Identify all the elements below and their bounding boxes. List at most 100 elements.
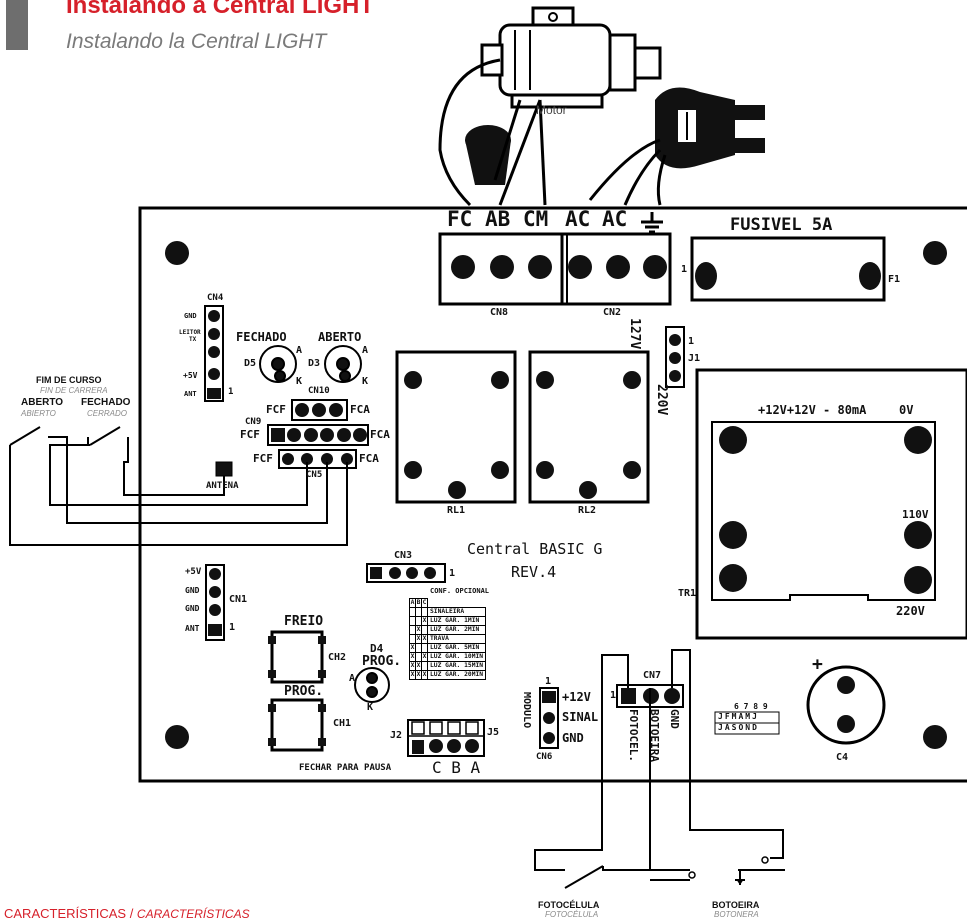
config-option-label: SINALEIRA — [426, 607, 487, 617]
j1-label: J1 — [688, 353, 701, 364]
connector-cn10 — [291, 399, 348, 421]
cn1-label: CN1 — [229, 594, 248, 605]
fuse-label: FUSIVEL 5A — [730, 215, 833, 235]
j1-pin-one: 1 — [688, 336, 695, 347]
cn4-label: CN4 — [207, 293, 224, 303]
connector-cn9 — [267, 424, 369, 446]
cn9-fcf: FCF — [240, 428, 260, 441]
led-d5-cathode: K — [296, 376, 303, 387]
page-subtitle: Instalando la Central LIGHT — [66, 30, 327, 53]
relay-rl1 — [395, 350, 517, 504]
calendar-row2: JASOND — [718, 723, 759, 732]
fim-de-curso-title: FIM DE CURSO — [36, 375, 102, 385]
config-option-label: LUZ GAR. 10MIN — [426, 652, 487, 662]
jumper-j2-j5 — [407, 719, 485, 757]
terminal-block-cn8-cn2 — [438, 232, 672, 306]
cn10-label: CN10 — [308, 386, 330, 396]
motor-drawing — [480, 6, 662, 109]
connector-cn3 — [366, 563, 446, 583]
cn10-fca: FCA — [350, 403, 370, 416]
ground-symbol — [641, 212, 663, 234]
jumper-j2-label: J2 — [390, 730, 403, 741]
cn7-pin-gnd: GND — [668, 709, 681, 729]
config-option-label: LUZ GAR. 2MIN — [426, 625, 487, 635]
led-d4-anode: A — [349, 673, 356, 684]
terminal-label-fc: FC — [447, 207, 473, 231]
button-freio-label: FREIO — [284, 614, 324, 629]
button-ch2 — [268, 630, 326, 684]
cn5-fcf: FCF — [253, 452, 273, 465]
fotocelula-label-es: FOTOCÉLULA — [545, 910, 599, 919]
cn3-pin-one: 1 — [449, 568, 456, 579]
section-heading-es: CARACTERÍSTICAS — [136, 907, 250, 921]
relay-rl2-label: RL2 — [578, 505, 597, 516]
fuse-holder — [690, 236, 886, 302]
led-aberto-label: ABERTO — [318, 330, 362, 344]
mounting-holes — [165, 241, 947, 749]
config-option-label: LUZ GAR. 1MIN — [426, 616, 487, 626]
led-d4 — [354, 667, 390, 703]
led-d5 — [259, 345, 297, 383]
fim-de-curso-title-es: FIN DE CARRERA — [40, 386, 108, 395]
cn4-pin-tx: TX — [189, 336, 197, 343]
led-d3-label: D3 — [308, 358, 321, 369]
cn9-label: CN9 — [245, 417, 262, 427]
config-option-label: LUZ GAR. 15MIN — [426, 661, 487, 671]
transformer-ref: TR1 — [678, 588, 697, 599]
cn6-pin-sinal: SINAL — [562, 710, 599, 724]
led-d5-anode: A — [296, 345, 303, 356]
cn7-pin-botoeira: BOTOEIRA — [648, 709, 661, 762]
transformer-tr1 — [695, 368, 967, 640]
calendar-row1: JFMAMJ — [718, 712, 759, 721]
jumper-j5-label: J5 — [487, 727, 500, 738]
config-option-label: TRAVA — [426, 634, 487, 644]
voltage-220v: 220V — [654, 384, 669, 416]
board-name: Central BASIC G — [467, 540, 603, 558]
transformer-110v: 110V — [902, 508, 929, 521]
transformer-secondary-label: +12V+12V - 80mA — [758, 403, 867, 417]
fuse-pin: 1 — [681, 264, 688, 275]
cn4-pin-one: 1 — [228, 387, 234, 397]
cn5-fca: FCA — [359, 452, 379, 465]
connector-cn1 — [205, 564, 225, 641]
botoeira-label-es: BOTONERA — [714, 910, 759, 919]
terminal-label-ac2: AC — [602, 207, 628, 231]
voltage-127v: 127V — [627, 318, 642, 350]
cn7-label: CN7 — [643, 670, 662, 681]
cn6-pin-12v: +12V — [562, 690, 591, 704]
cn8-label: CN8 — [490, 307, 509, 318]
fotocelula-label: FOTOCÉLULA — [538, 900, 600, 910]
capacitor-c4 — [806, 665, 886, 745]
led-d4-cathode: K — [367, 702, 374, 713]
button-prog-label: PROG. — [284, 684, 324, 699]
c4-plus: + — [812, 654, 823, 675]
motor-label: Motor — [536, 103, 567, 117]
cn9-fca: FCA — [370, 428, 390, 441]
cn6-label: CN6 — [536, 752, 553, 762]
cn1-pin-ant: ANT — [185, 624, 200, 633]
fechar-para-pausa-label: FECHAR PARA PAUSA — [299, 763, 392, 773]
led-d3-cathode: K — [362, 376, 369, 387]
conf-title: CONF. OPCIONAL — [430, 587, 490, 595]
cn6-pin-one: 1 — [545, 676, 552, 687]
config-table-header: A B C — [409, 598, 486, 608]
cn4-pin-ant: ANT — [184, 390, 197, 398]
section-heading: CARACTERÍSTICAS / CARACTERÍSTICAS — [4, 906, 250, 921]
cn6-pin-gnd: GND — [562, 731, 584, 745]
cn2-label: CN2 — [603, 307, 622, 318]
fuse-ref: F1 — [888, 274, 901, 285]
limit-switch-wiring — [9, 426, 348, 546]
config-option-label: LUZ GAR. 5MIN — [426, 643, 487, 653]
cn7-pin-fotocel: FOTOCEL. — [627, 709, 640, 762]
led-d3 — [324, 345, 362, 383]
page-title: Instalando a Central LIGHT — [66, 0, 375, 19]
jumper-cba-label: C B A — [432, 758, 481, 777]
connector-cn6 — [539, 687, 559, 749]
config-row: SINALEIRA — [409, 607, 487, 617]
cn4-pin-5v: +5V — [183, 371, 198, 380]
